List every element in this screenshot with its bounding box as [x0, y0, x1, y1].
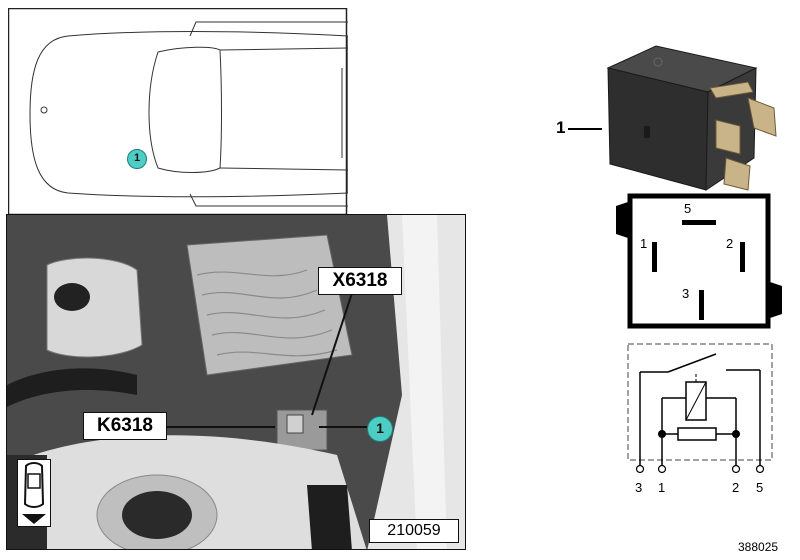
- pin-1-blade: [652, 242, 657, 272]
- document-number: 388025: [738, 540, 779, 554]
- pin-label-3: 3: [682, 286, 690, 301]
- locator-marker-label: 1: [133, 152, 141, 164]
- photo-marker: 1: [367, 416, 393, 442]
- photo-marker-label: 1: [376, 420, 384, 436]
- connector-label: X6318: [332, 270, 388, 291]
- car-locator-panel: 1: [8, 8, 348, 216]
- terminal-label: 1: [658, 480, 666, 495]
- pin-layout: 5 1 2 3: [614, 192, 784, 332]
- terminal-label: 2: [732, 480, 740, 495]
- vehicle-side-icon: [17, 459, 51, 527]
- pin-5-blade: [682, 220, 716, 225]
- relay-callout-number: 1: [556, 118, 566, 137]
- relay-callout-line: [568, 128, 602, 130]
- pin-layout-diagram: [616, 193, 782, 329]
- car-outline-icon: [8, 8, 348, 216]
- relay-label-box: K6318: [83, 412, 167, 440]
- image-number-box: 210059: [369, 519, 459, 543]
- relay-photo: [598, 40, 778, 195]
- locator-marker: 1: [127, 149, 147, 169]
- pin-2-blade: [740, 242, 745, 272]
- relay-icon: [606, 45, 777, 191]
- engine-bay-photo: X6318 K6318 1 210059: [6, 214, 466, 550]
- engine-bay-illustration: [7, 215, 465, 549]
- pin-label-2: 2: [726, 236, 734, 251]
- terminal-label: 3: [635, 480, 643, 495]
- pin-label-1: 1: [640, 236, 648, 251]
- relay-label: K6318: [97, 415, 153, 436]
- pin-3-blade: [699, 290, 704, 320]
- image-number: 210059: [387, 522, 441, 539]
- connector-label-box: X6318: [318, 267, 402, 295]
- terminal-label: 5: [756, 480, 764, 495]
- pin-label-5: 5: [684, 201, 692, 216]
- relay-schematic-diagram: [627, 343, 773, 474]
- circuit-schematic: 3 1 2 5: [620, 338, 780, 498]
